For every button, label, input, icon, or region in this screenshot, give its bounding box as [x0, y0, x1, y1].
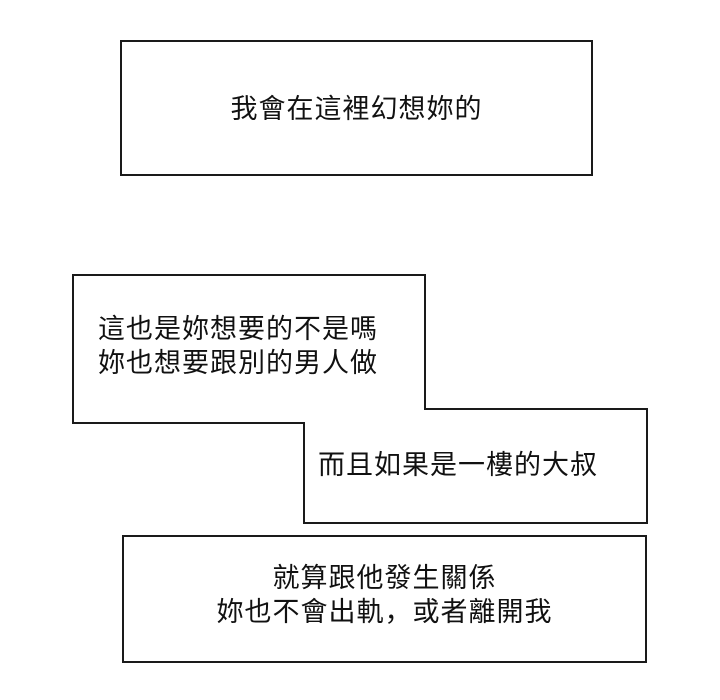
stepped-border — [72, 274, 648, 524]
caption-line: 而且如果是一樓的大叔 — [318, 450, 598, 481]
caption-text-1: 我會在這裡幻想妳的 — [122, 93, 591, 127]
caption-line: 妳也想要跟別的男人做 — [98, 348, 378, 379]
caption-line: 我會在這裡幻想妳的 — [230, 94, 483, 125]
caption-line: 妳也不會出軌，或者離開我 — [216, 597, 553, 628]
caption-text-3: 就算跟他發生關係 妳也不會出軌，或者離開我 — [124, 562, 645, 630]
caption-box-1: 我會在這裡幻想妳的 — [120, 40, 593, 176]
caption-box-2: 這也是妳想要的不是嗎 妳也想要跟別的男人做 而且如果是一樓的大叔 — [72, 274, 648, 524]
caption-line: 這也是妳想要的不是嗎 — [98, 314, 378, 345]
caption-box-3: 就算跟他發生關係 妳也不會出軌，或者離開我 — [122, 535, 647, 663]
caption-text-2b: 而且如果是一樓的大叔 — [318, 449, 598, 483]
caption-text-2a: 這也是妳想要的不是嗎 妳也想要跟別的男人做 — [98, 313, 378, 381]
caption-line: 就算跟他發生關係 — [272, 563, 497, 594]
